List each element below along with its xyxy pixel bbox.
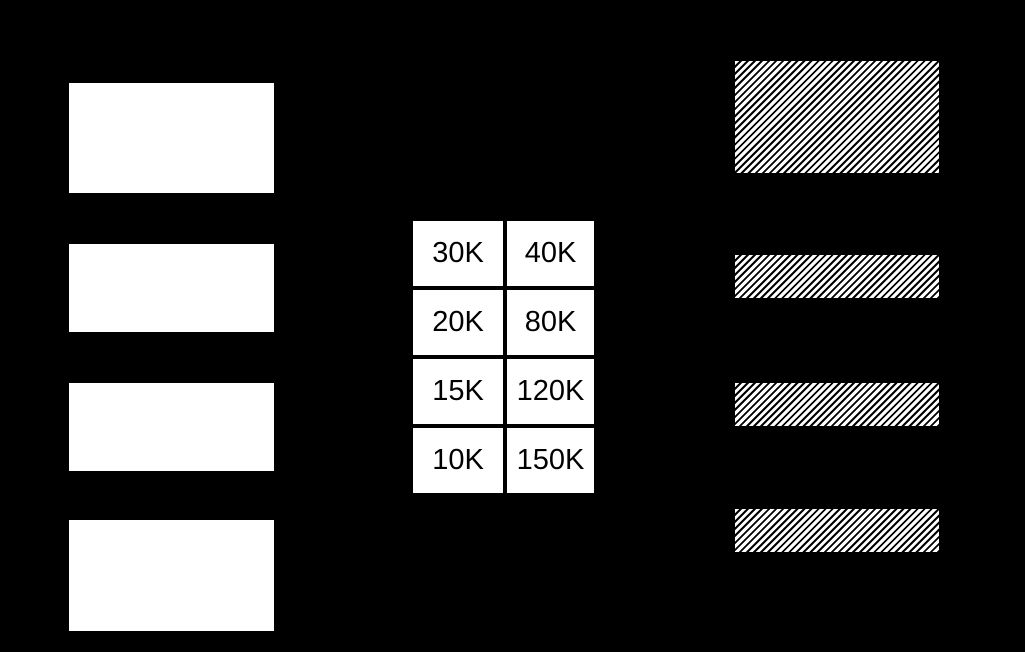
table-cell-r2c1: 20K: [413, 290, 503, 355]
table-cell-r4c2: 150K: [507, 428, 594, 493]
table-cell-r3c1: 15K: [413, 359, 503, 424]
hatched-bar-3: [735, 383, 939, 426]
table-cell-r2c2: 80K: [507, 290, 594, 355]
table-cell-r1c1: 30K: [413, 221, 503, 286]
table-cell-r1c2: 40K: [507, 221, 594, 286]
table-cell-r4c1: 10K: [413, 428, 503, 493]
table-cell-r3c2: 120K: [507, 359, 594, 424]
metrics-table: 30K 40K 20K 80K 15K 120K 10K 150K: [413, 221, 594, 493]
stage-box-3: [69, 383, 274, 471]
hatched-bar-1: [735, 61, 939, 173]
hatched-bar-4: [735, 509, 939, 552]
stage-box-4: [69, 520, 274, 631]
stage-box-2: [69, 244, 274, 332]
stage-box-1: [69, 83, 274, 193]
hatched-bar-2: [735, 255, 939, 298]
